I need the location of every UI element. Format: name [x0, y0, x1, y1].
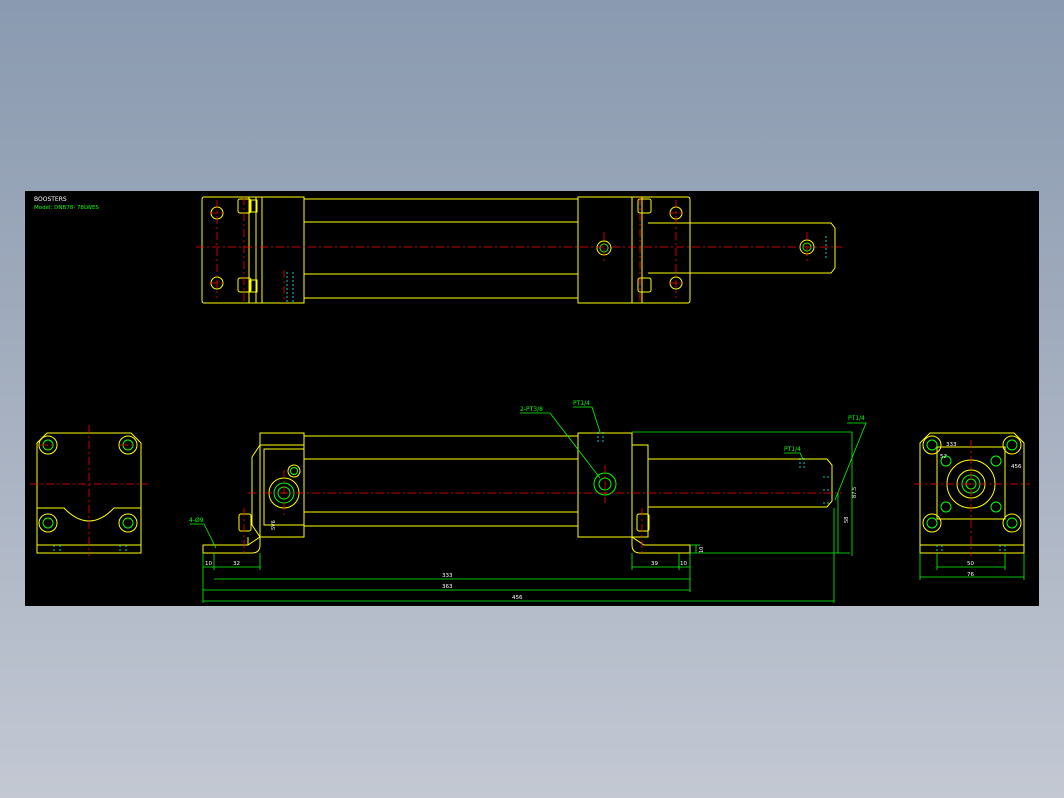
dim-h87: 87.5: [852, 487, 858, 498]
top-piston-rod: [648, 222, 836, 274]
dim-foot-left: 32: [233, 561, 240, 567]
front-left-foot: [202, 536, 261, 554]
top-left-cap: [201, 196, 257, 304]
dim-foot-edge-right: 10: [680, 561, 687, 567]
end-dim-333: 333: [946, 442, 957, 448]
top-port-callout: PT1/4: [573, 400, 590, 407]
front-piston-rod: [648, 458, 833, 508]
front-vent: [287, 464, 301, 478]
drawing-sheet: [25, 191, 1039, 606]
left-end-outline: [36, 432, 142, 554]
dim-foot-right: 39: [651, 561, 658, 567]
end-dim-50: 50: [967, 561, 974, 567]
front-view: [202, 432, 833, 554]
front-right-foot: [631, 536, 691, 554]
mount-holes-callout: 4-Ø9: [189, 517, 204, 524]
side-ports-callout: 2-PT3/8: [520, 406, 543, 413]
dim-363: 363: [442, 584, 453, 590]
dim-h10: 10: [699, 547, 705, 553]
dim-333: 333: [442, 573, 453, 579]
title-block-name: BOOSTERS: [34, 196, 67, 203]
end-dim-76: 76: [967, 572, 974, 578]
top-right-cap: [631, 196, 691, 304]
rod-port-callout: PT1/4: [784, 446, 801, 453]
dim-h58: 58: [844, 517, 850, 523]
title-block-model: Model: DNB78- 78LWES: [34, 205, 99, 211]
front-right-cap: [631, 444, 649, 538]
right-port-callout: PT1/4: [848, 415, 865, 422]
end-dim-456: 456: [1011, 464, 1022, 470]
dim-456: 456: [512, 595, 523, 601]
top-left-flange: [255, 196, 305, 304]
front-left-plate: [263, 448, 305, 526]
end-dim-52: 52: [940, 454, 947, 460]
bolt-label: SV6: [271, 520, 277, 530]
dim-foot-edge: 10: [205, 561, 212, 567]
